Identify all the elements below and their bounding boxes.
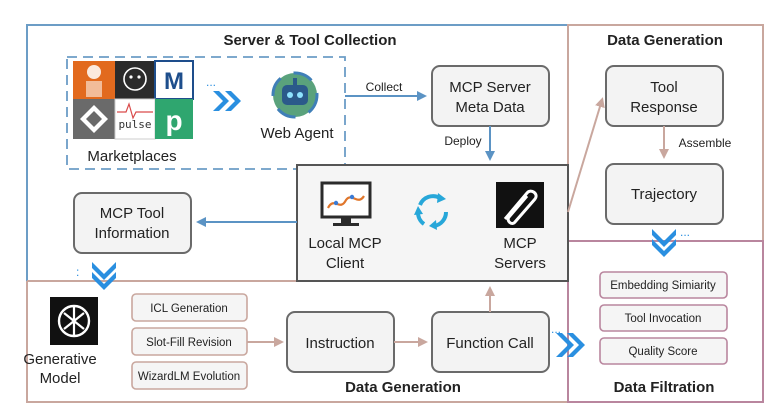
server-tool-collection-title: Server & Tool Collection — [223, 32, 396, 49]
local-mcp-client-line2: Client — [326, 255, 365, 272]
function-call-label: Function Call — [446, 335, 534, 352]
p-logo-text: p — [165, 105, 182, 136]
orange-logo-head — [87, 65, 101, 79]
trajectory-node — [605, 163, 724, 225]
dots-before-filtration-right-chevron: ... — [551, 322, 561, 336]
data-generation-bottom-title: Data Generation — [345, 379, 461, 396]
meta-data-label-line1: MCP Server — [449, 79, 530, 96]
quality-score-label: Quality Score — [628, 346, 697, 358]
m-logo — [154, 60, 194, 100]
refresh-cycle-icon — [414, 193, 449, 230]
to-tool-response-arrow — [567, 97, 605, 213]
meta-data-label-line2: Meta Data — [455, 99, 525, 116]
dots-before-down-chevron: : — [76, 265, 79, 279]
p-logo — [155, 99, 193, 139]
tool-invocation-label: Tool Invocation — [625, 313, 702, 325]
chevron-right-double-icon — [213, 91, 241, 111]
wizardlm-evolution-label: WizardLM Evolution — [138, 371, 240, 383]
mcp-servers-line1: MCP — [503, 235, 536, 252]
filtration-chevron-right-icon — [556, 333, 585, 357]
web-agent-label: Web Agent — [260, 125, 334, 142]
mcp-server-meta-data-node — [431, 65, 550, 127]
mcp-servers-line2: Servers — [494, 255, 546, 272]
tool-response-node — [605, 65, 724, 127]
data-generation-top-title: Data Generation — [607, 32, 723, 49]
quality-score-box — [599, 337, 728, 365]
paperclip-logo-icon — [496, 182, 544, 228]
mcp-tool-information-node — [73, 192, 192, 254]
assemble-label: Assemble — [679, 136, 732, 150]
collect-label: Collect — [366, 80, 403, 94]
icl-generation-box — [131, 293, 248, 322]
sketch-logo-eye-right — [137, 75, 141, 79]
monitor-icon — [320, 181, 372, 226]
dots-before-chevron: ... — [206, 75, 216, 89]
dots-near-filtration-chevron: ... — [680, 225, 690, 239]
filtration-chevron-down-icon — [652, 229, 676, 257]
generative-model-line1: Generative — [23, 351, 96, 368]
robot-icon — [271, 71, 319, 119]
orange-logo-body — [86, 81, 102, 97]
chevron-down-double-icon — [92, 262, 116, 290]
generative-model-line2: Model — [40, 370, 81, 387]
tool-info-line2: Information — [94, 225, 169, 242]
data-filtration-title: Data Filtration — [614, 379, 715, 396]
icl-generation-label: ICL Generation — [150, 303, 228, 315]
tool-info-line1: MCP Tool — [100, 205, 164, 222]
pulse-logo-line — [117, 102, 153, 120]
local-mcp-client-line1: Local MCP — [308, 235, 381, 252]
trajectory-label: Trajectory — [631, 186, 698, 203]
slot-fill-revision-label: Slot-Fill Revision — [146, 337, 232, 349]
wizardlm-evolution-box — [131, 361, 248, 390]
marketplaces-group — [66, 56, 346, 170]
m-logo-text: M — [164, 68, 184, 95]
marketplace-logos: M pulse p — [73, 60, 194, 140]
sketch-logo-face — [123, 67, 147, 91]
deploy-label: Deploy — [444, 134, 481, 148]
marketplaces-label: Marketplaces — [87, 148, 176, 165]
tool-response-line2: Response — [630, 99, 698, 116]
knot-logo-shape — [80, 105, 108, 133]
openai-logo-icon — [50, 297, 98, 345]
sketch-logo — [115, 61, 155, 99]
instruction-label: Instruction — [305, 335, 374, 352]
tool-response-line1: Tool — [650, 79, 678, 96]
tool-invocation-box — [599, 304, 728, 332]
sketch-logo-eye-left — [129, 75, 133, 79]
pulse-logo-text: pulse — [118, 118, 151, 131]
embedding-similarity-label: Embedding Simiarity — [610, 280, 716, 292]
embedding-similarity-box — [599, 271, 728, 299]
